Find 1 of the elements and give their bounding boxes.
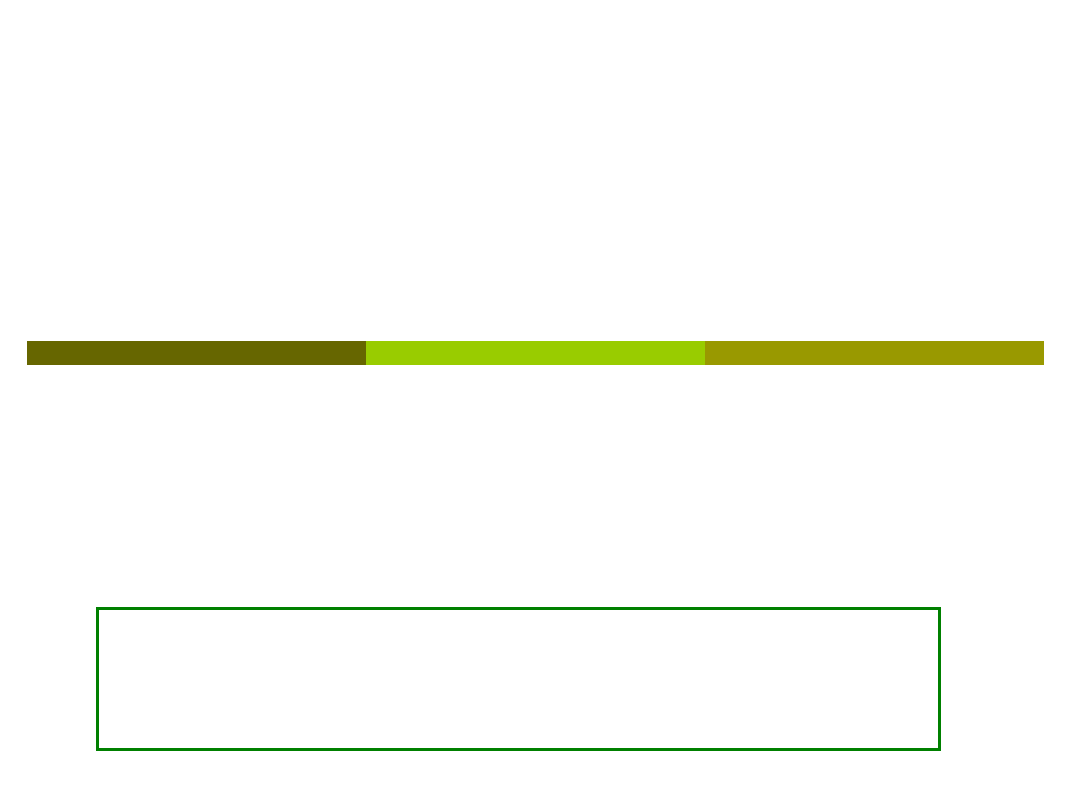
empty-frame	[96, 607, 941, 751]
